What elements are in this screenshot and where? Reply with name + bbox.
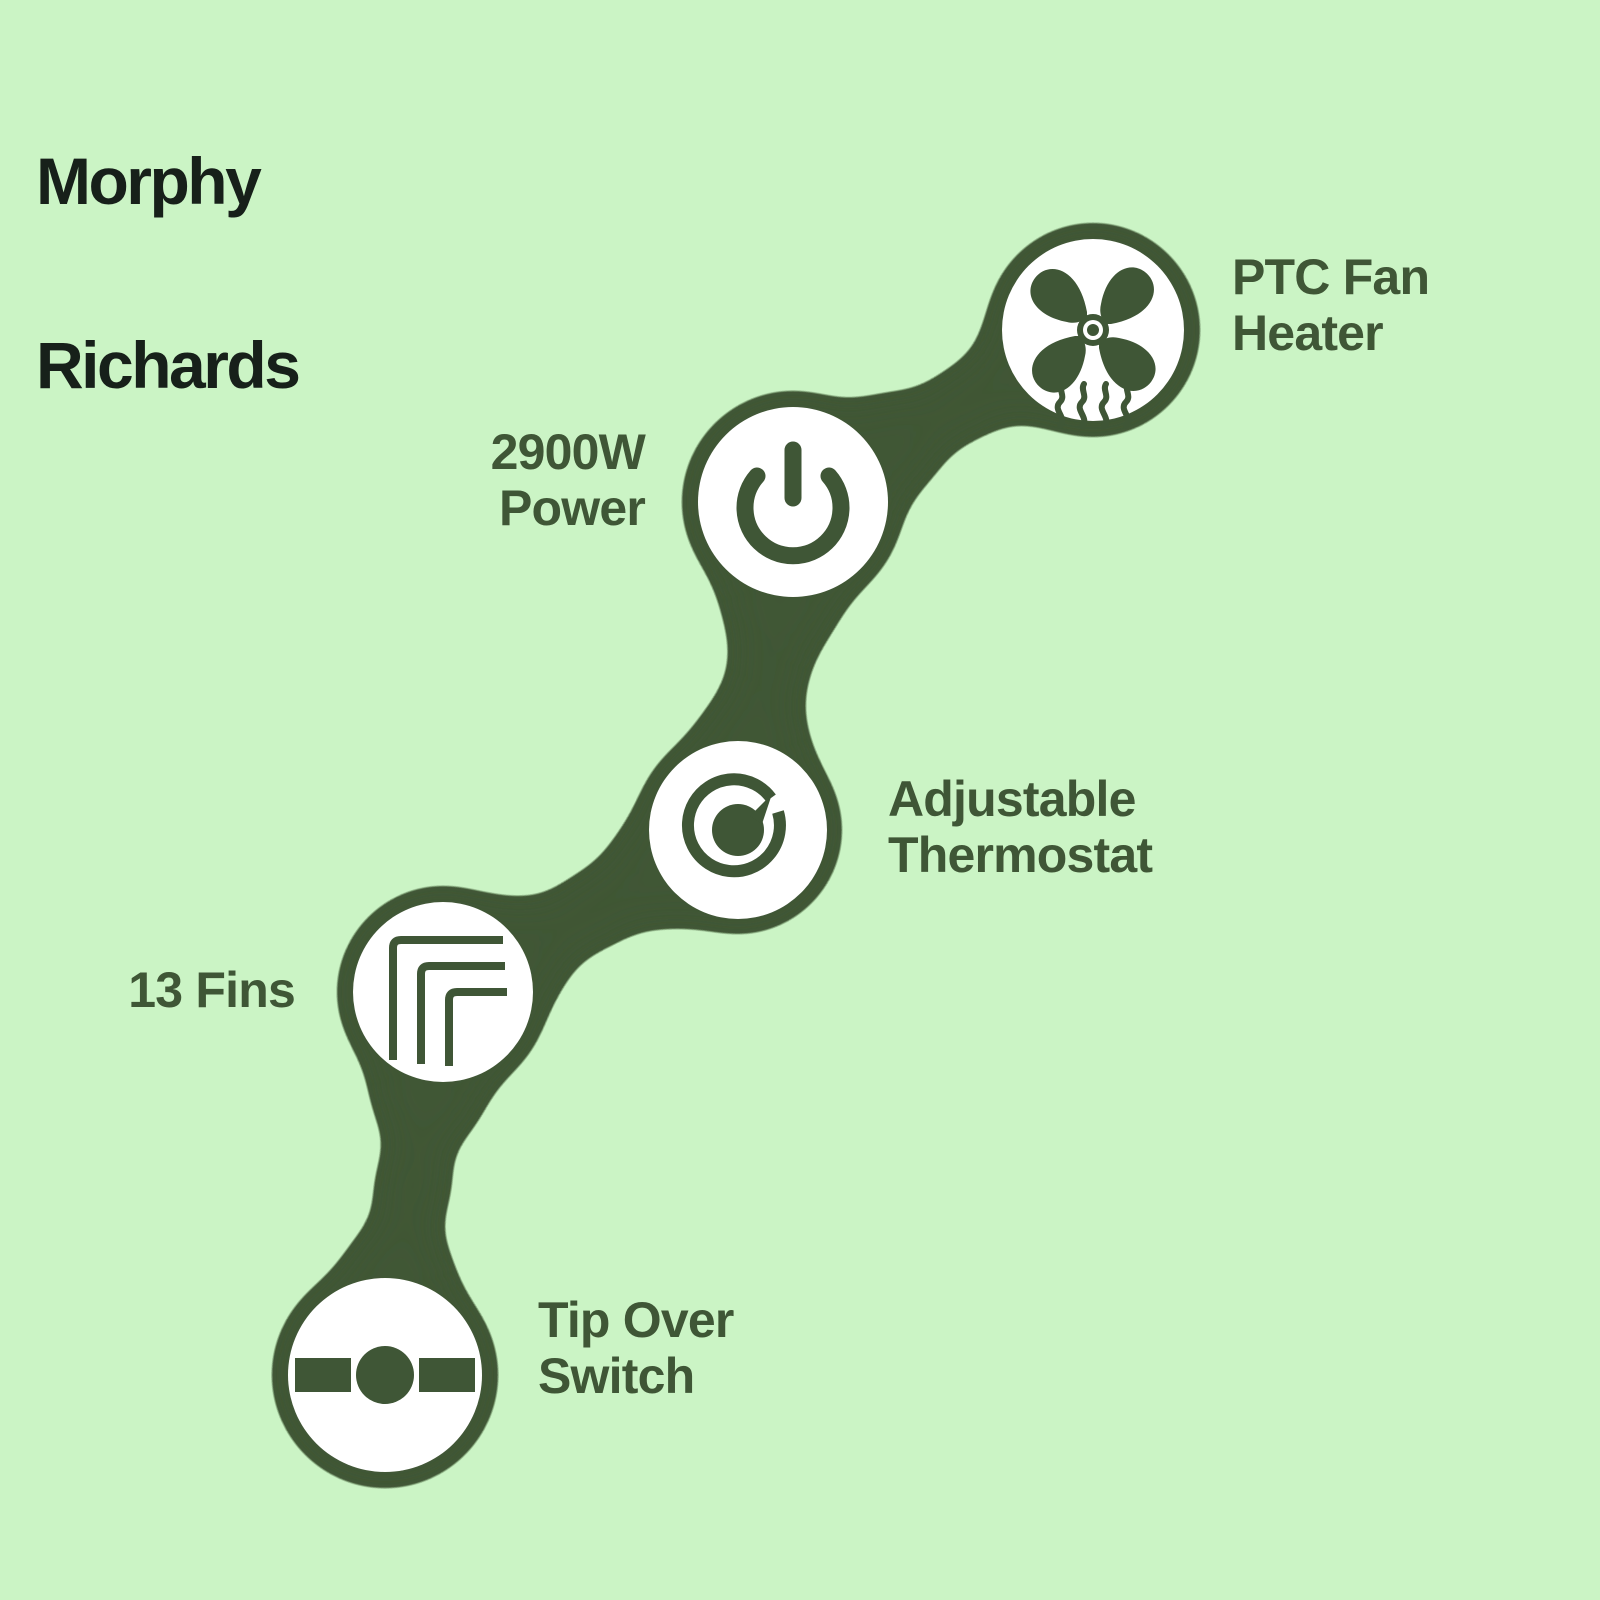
feature-label-tip-over-switch: Tip Over Switch: [538, 1292, 734, 1404]
brand-logo-line-1: Morphy: [36, 143, 262, 218]
thermostat-dial-icon: [681, 773, 786, 878]
power-icon: [736, 441, 850, 565]
feature-label-ptc-fan-heater: PTC Fan Heater: [1232, 249, 1430, 361]
brand-logo-line-2: Richards: [36, 327, 301, 402]
brand-logo: Morphy Richards: [36, 28, 301, 519]
fan-heater-icon: [1030, 267, 1156, 429]
fins-icon: [389, 936, 507, 1066]
feature-label-power: 2900W Power: [490, 424, 646, 536]
feature-label-fins: 13 Fins: [128, 962, 296, 1018]
feature-label-thermostat: Adjustable Thermostat: [888, 771, 1153, 883]
tip-over-switch-icon: [295, 1346, 475, 1404]
